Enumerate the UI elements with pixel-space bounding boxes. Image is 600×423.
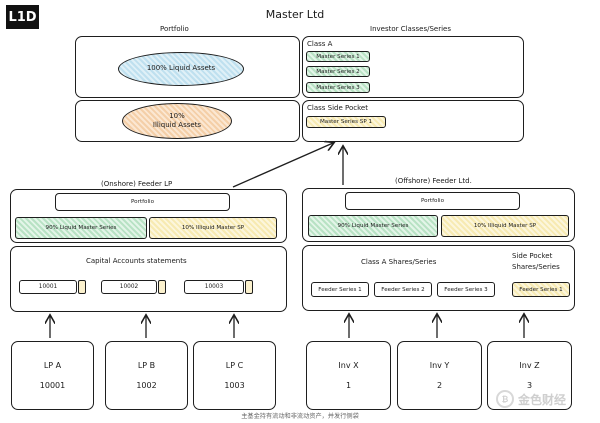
lp-b-box: LP B 1002 bbox=[105, 341, 188, 410]
account-10003-tab bbox=[245, 280, 253, 294]
watermark-coin-icon: ₿ bbox=[496, 390, 514, 408]
inv-z-id: 3 bbox=[526, 381, 533, 390]
inv-y-box: Inv Y 2 bbox=[397, 341, 482, 410]
lp-c-name: LP C bbox=[225, 361, 244, 370]
diagram-title: Master Ltd bbox=[265, 8, 325, 21]
inv-z-name: Inv Z bbox=[519, 361, 540, 370]
lp-a-box: LP A 10001 bbox=[11, 341, 94, 410]
account-10002-tab bbox=[158, 280, 166, 294]
inv-y-name: Inv Y bbox=[429, 361, 450, 370]
offshore-title: (Offshore) Feeder Ltd. bbox=[395, 177, 472, 185]
logo: L1D bbox=[6, 5, 39, 29]
offshore-shares-box bbox=[302, 245, 575, 311]
illiquid-pct: 10% bbox=[169, 111, 185, 120]
lp-b-name: LP B bbox=[137, 361, 156, 370]
account-10003: 10003 bbox=[184, 280, 244, 294]
master-series-1: Master Series 1 bbox=[306, 51, 370, 62]
master-portfolio-label: Portfolio bbox=[160, 25, 189, 33]
account-10001-tab bbox=[78, 280, 86, 294]
inv-x-id: 1 bbox=[345, 381, 352, 390]
offshore-illiquid-sp: 10% Illiquid Master SP bbox=[441, 215, 569, 237]
master-series-3: Master Series 3 bbox=[306, 82, 370, 93]
inv-x-name: Inv X bbox=[338, 361, 359, 370]
capital-accounts-box bbox=[10, 246, 287, 312]
class-a-shares-title: Class A Shares/Series bbox=[361, 258, 437, 266]
master-series-sp1: Master Series SP 1 bbox=[306, 116, 386, 128]
illiquid-assets-ellipse: 10% Illiquid Assets bbox=[122, 103, 232, 139]
onshore-liquid-series: 90% Liquid Master Series bbox=[15, 217, 147, 239]
offshore-liquid-series: 90% Liquid Master Series bbox=[308, 215, 438, 237]
master-classes-label: Investor Classes/Series bbox=[370, 25, 451, 33]
inv-y-id: 2 bbox=[436, 381, 443, 390]
footer-caption: 主基金持有流动和非流动资产，并发行侧袋 bbox=[241, 413, 359, 420]
lp-c-box: LP C 1003 bbox=[193, 341, 276, 410]
watermark: ₿ 金色财经 bbox=[496, 390, 566, 408]
account-10002: 10002 bbox=[101, 280, 157, 294]
feeder-series-1: Feeder Series 1 bbox=[311, 282, 369, 297]
lp-b-id: 1002 bbox=[136, 381, 157, 390]
master-series-2: Master Series 2 bbox=[306, 66, 370, 77]
illiquid-label: Illiquid Assets bbox=[152, 121, 202, 129]
lp-a-name: LP A bbox=[43, 361, 62, 370]
account-10001: 10001 bbox=[19, 280, 77, 294]
feeder-series-2: Feeder Series 2 bbox=[374, 282, 432, 297]
lp-a-id: 10001 bbox=[39, 381, 66, 390]
side-pocket-label: Class Side Pocket bbox=[307, 104, 368, 112]
arrow-onshore-to-master bbox=[232, 143, 333, 188]
offshore-portfolio: Portfolio bbox=[345, 192, 520, 210]
side-pocket-shares-title-1: Side Pocket bbox=[512, 252, 553, 260]
side-pocket-feeder-series-1: Feeder Series 1 bbox=[512, 282, 570, 297]
onshore-title: (Onshore) Feeder LP bbox=[101, 180, 173, 188]
watermark-text: 金色财经 bbox=[518, 392, 567, 407]
onshore-illiquid-sp: 10% Illiquid Master SP bbox=[149, 217, 277, 239]
class-a-label: Class A bbox=[307, 40, 333, 48]
capital-accounts-title: Capital Accounts statements bbox=[86, 257, 187, 265]
onshore-portfolio: Portfolio bbox=[55, 193, 230, 211]
feeder-series-3: Feeder Series 3 bbox=[437, 282, 495, 297]
side-pocket-shares-title-2: Shares/Series bbox=[512, 263, 560, 271]
lp-c-id: 1003 bbox=[224, 381, 245, 390]
liquid-assets-ellipse: 100% Liquid Assets bbox=[118, 52, 244, 86]
inv-x-box: Inv X 1 bbox=[306, 341, 391, 410]
